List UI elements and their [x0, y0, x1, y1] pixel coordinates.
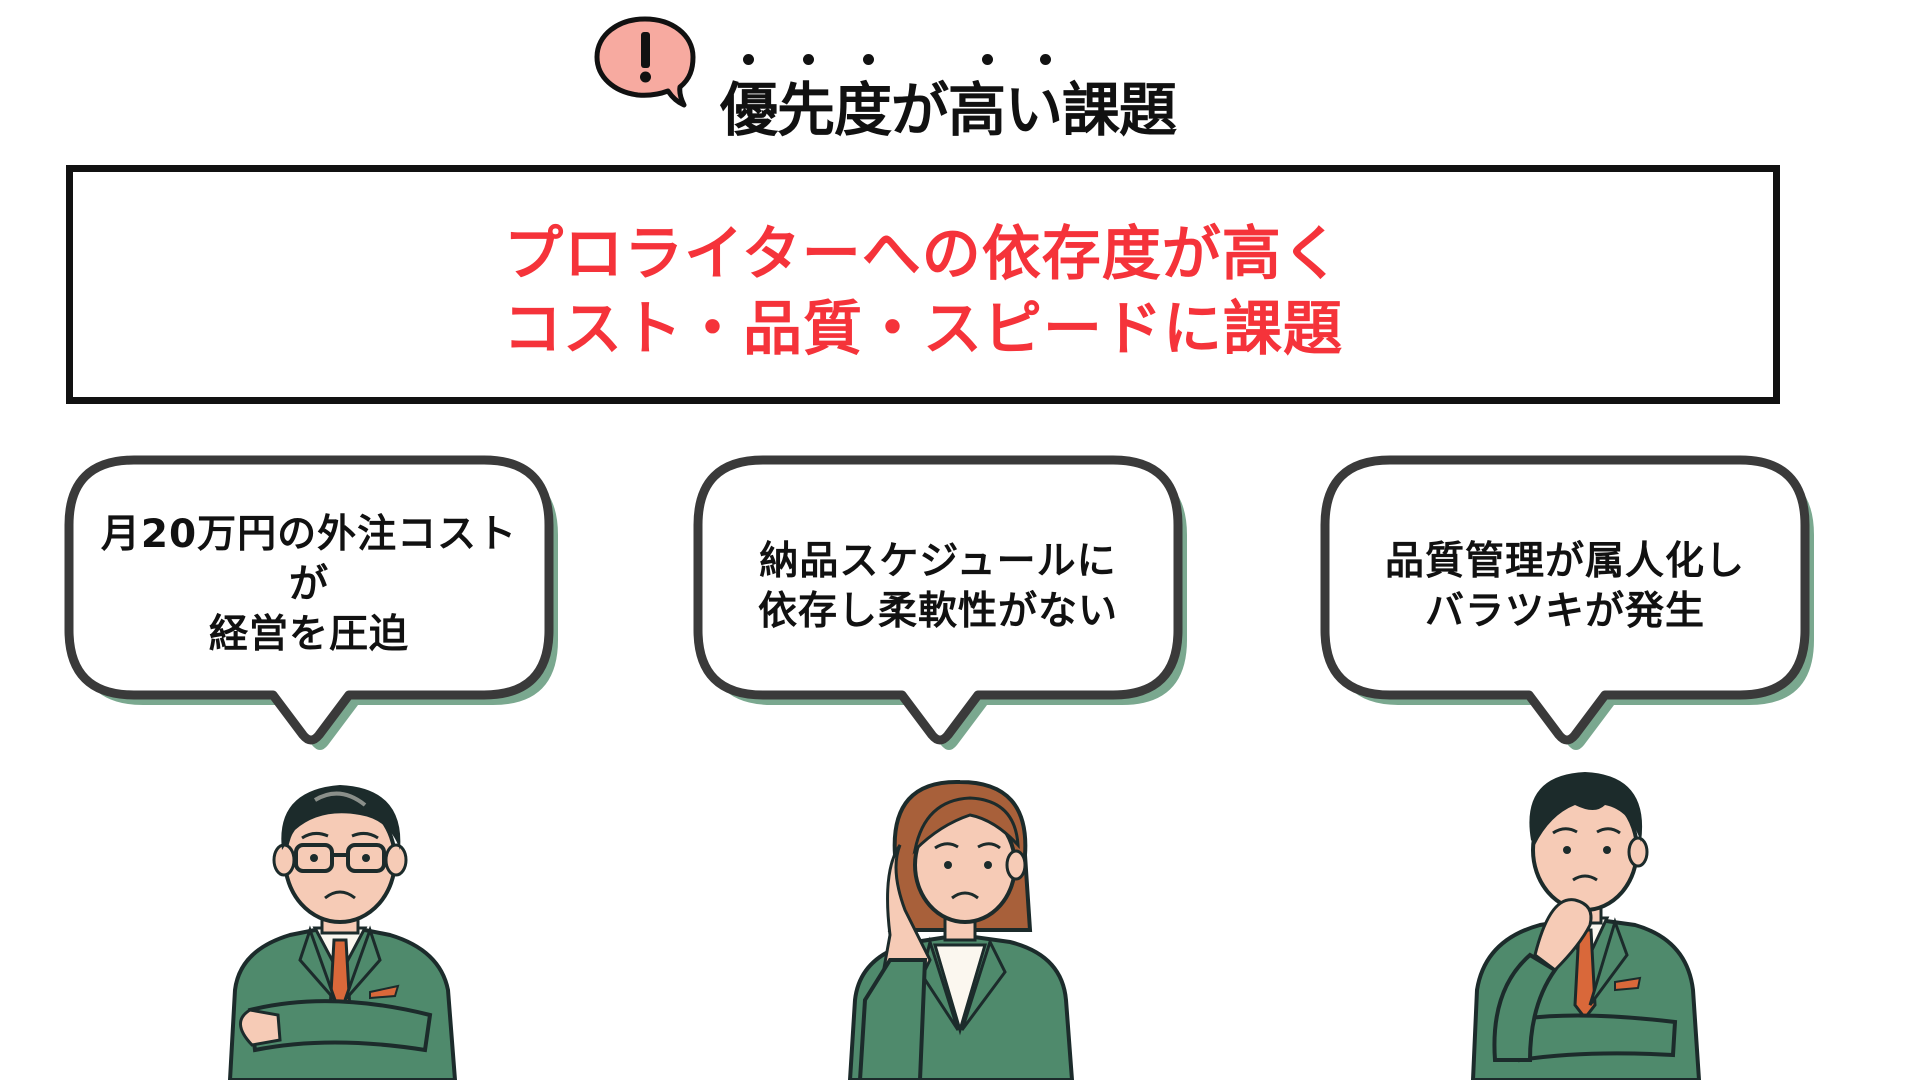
bubble-line: が: [288, 562, 329, 607]
speech-bubble-shape: [1320, 455, 1814, 750]
person-senior-manager-illustration: [210, 760, 470, 1082]
emphasis-dot: [982, 54, 993, 65]
bubble-text: 月20万円の外注コスト が 経営を圧迫: [79, 510, 539, 660]
bubble-line: 納品スケジュールに: [759, 539, 1117, 584]
emphasis-dot: [743, 54, 754, 65]
headline-text: プロライターへの依存度が高く コスト・品質・スピードに課題: [73, 216, 1773, 366]
bubble-line: 月20万円の外注コスト: [100, 512, 518, 557]
speech-bubble-quality: 品質管理が属人化し バラツキが発生: [1320, 455, 1840, 755]
headline-box: プロライターへの依存度が高く コスト・品質・スピードに課題: [66, 165, 1780, 404]
emphasis-dot: [863, 54, 874, 65]
exclamation-speech-bubble-icon: [590, 14, 700, 110]
speech-bubble-shape: [64, 455, 558, 750]
headline-line-1: プロライターへの依存度が高く: [504, 219, 1342, 288]
bubble-line: 経営を圧迫: [208, 612, 409, 657]
headline-line-2: コスト・品質・スピードに課題: [502, 294, 1343, 363]
thinking-businessman-icon: [1470, 772, 1702, 1082]
emphasis-dot: [803, 54, 814, 65]
bubble-line: バラツキが発生: [1424, 589, 1705, 634]
bubble-line: 依存し柔軟性がない: [757, 589, 1118, 634]
bubble-text: 品質管理が属人化し バラツキが発生: [1335, 537, 1795, 637]
bubble-text: 納品スケジュールに 依存し柔軟性がない: [708, 537, 1168, 637]
section-header: 優先度が高い課題: [720, 48, 1240, 148]
worried-businessman-glasses-icon: [227, 785, 458, 1082]
person-woman-illustration: [830, 760, 1090, 1082]
speech-bubble-schedule: 納品スケジュールに 依存し柔軟性がない: [693, 455, 1213, 755]
worried-businesswoman-icon: [847, 779, 1075, 1082]
person-young-man-illustration: [1455, 760, 1715, 1082]
emphasis-dot: [1040, 54, 1051, 65]
speech-bubble-shape: [693, 455, 1187, 750]
bubble-line: 品質管理が属人化し: [1384, 539, 1745, 584]
page-title: 優先度が高い課題: [720, 76, 1177, 144]
speech-bubble-cost: 月20万円の外注コスト が 経営を圧迫: [64, 455, 584, 755]
